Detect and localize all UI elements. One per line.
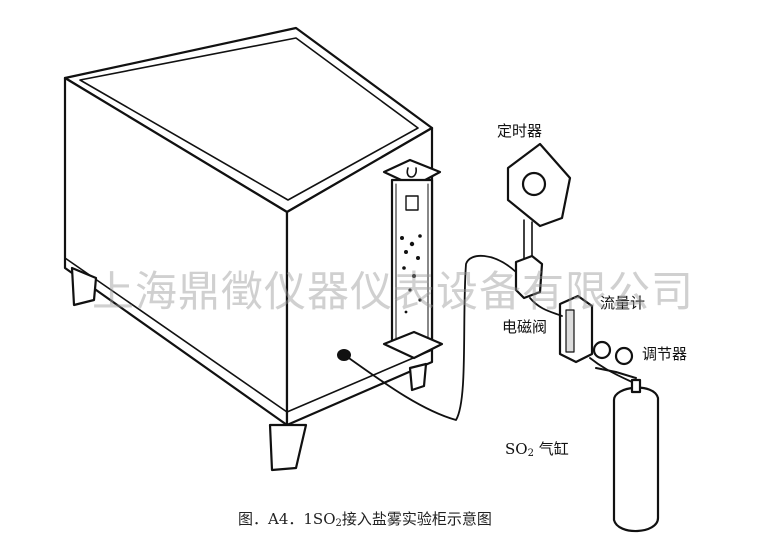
so2-cylinder-label: SO2 气缸 <box>505 438 569 459</box>
solenoid-valve <box>514 254 544 300</box>
cabinet-leg-front <box>268 423 308 472</box>
caption-subscript: 2 <box>335 518 342 529</box>
so2-cylinder-neck <box>630 378 642 394</box>
caption-suffix: 接入盐雾实验柜示意图 <box>341 510 492 528</box>
regulator-gauge-1 <box>592 340 612 360</box>
so2-label-subscript: 2 <box>527 448 534 459</box>
gas-tube-valve-to-flowmeter <box>529 297 563 317</box>
regulator-label: 调节器 <box>642 345 688 363</box>
flowmeter-body <box>558 294 594 364</box>
timer-label: 定时器 <box>497 122 543 140</box>
gas-tube <box>345 254 517 421</box>
regulator-gauge-2 <box>614 346 634 366</box>
cabinet-leg-right <box>408 362 428 392</box>
caption-prefix: 图．A4．1SO <box>238 510 336 528</box>
cabinet-inlet-port <box>337 349 351 361</box>
cabinet-leg-left <box>70 266 98 307</box>
spray-nozzle <box>406 167 417 178</box>
spray-tower-base <box>382 330 444 360</box>
timer-dial <box>521 171 547 197</box>
spray-droplets <box>400 234 422 314</box>
solenoid-valve-label: 电磁阀 <box>502 318 548 336</box>
gas-tube-regulator <box>589 357 633 383</box>
figure-caption: 图．A4．1SO2接入盐雾实验柜示意图 <box>238 508 492 529</box>
so2-cylinder <box>612 386 660 533</box>
so2-label-suffix: 气缸 <box>533 440 569 458</box>
cabinet-top-inner-rim <box>79 37 419 201</box>
flowmeter-label: 流量计 <box>600 294 646 312</box>
so2-label-prefix: SO <box>505 440 528 458</box>
cabinet-base-band <box>64 257 433 413</box>
